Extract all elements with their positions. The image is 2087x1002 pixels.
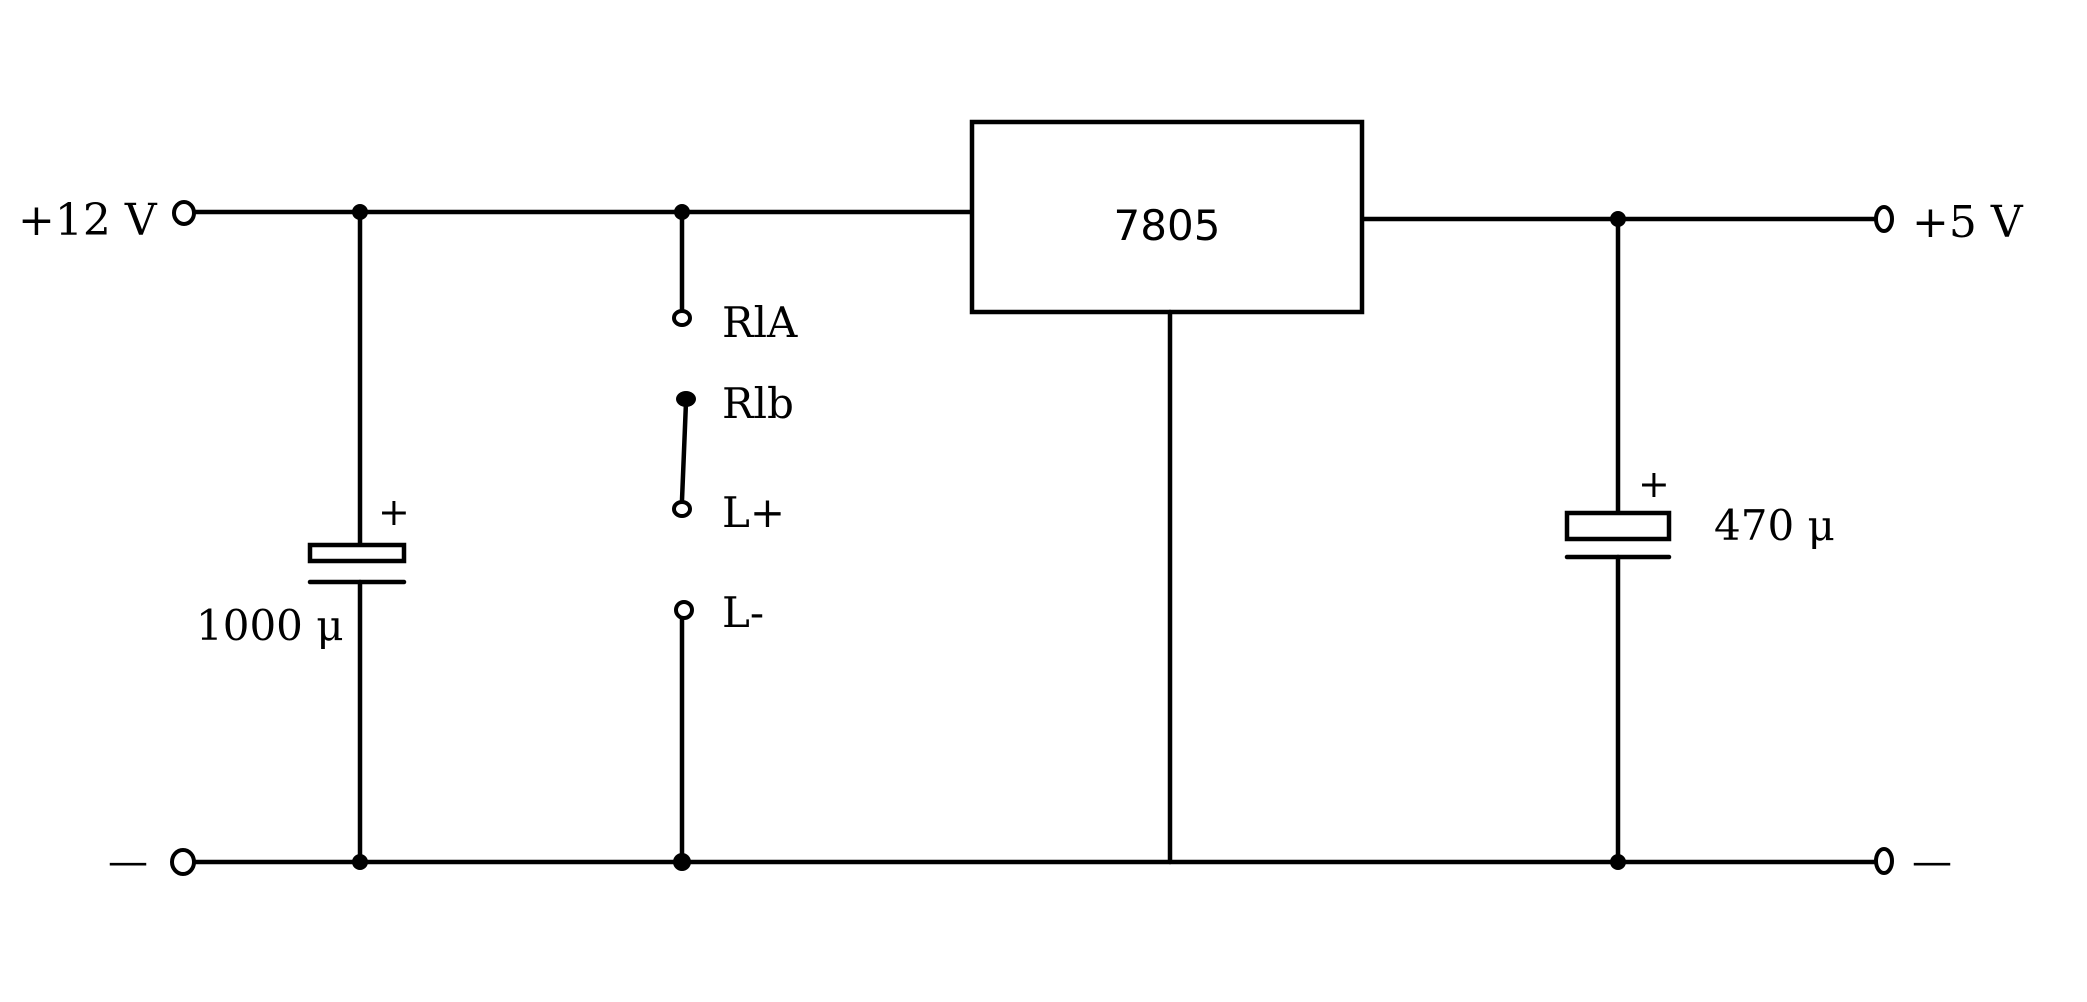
junction-dot xyxy=(1610,211,1626,227)
output-cap-value-label: 470 μ xyxy=(1714,501,1835,550)
output-plus-terminal xyxy=(1874,205,1894,233)
input-cap-polarity-label: + xyxy=(378,490,410,534)
output-voltage-label: +5 V xyxy=(1912,197,2024,248)
junction-dot xyxy=(1610,854,1626,870)
load-minus-label: L- xyxy=(722,588,764,637)
relay-r1b-lplus-link xyxy=(679,399,689,503)
output-ground-terminal xyxy=(1874,847,1894,875)
r1b-contact-label: Rlb xyxy=(722,379,794,428)
input-cap-positive-plate xyxy=(307,542,407,564)
input-ground-terminal xyxy=(170,848,196,876)
regulator-label: 7805 xyxy=(1114,201,1221,250)
output-cap-polarity-label: + xyxy=(1638,462,1670,506)
r1a-contact-terminal xyxy=(672,309,692,327)
r1a-contact-label: RlA xyxy=(722,298,798,347)
output-ground-label: — xyxy=(1912,839,1952,885)
junction-dot xyxy=(352,854,368,870)
load-minus-terminal xyxy=(674,600,694,620)
load-plus-label: L+ xyxy=(722,488,785,537)
input-voltage-label: +12 V xyxy=(18,195,158,246)
junction-dot xyxy=(674,204,690,220)
junction-dot xyxy=(352,204,368,220)
input-cap-value-label: 1000 μ xyxy=(196,601,344,650)
load-plus-terminal xyxy=(672,500,692,518)
input-plus-terminal xyxy=(172,200,196,226)
input-ground-label: — xyxy=(108,839,148,885)
r1b-contact-terminal xyxy=(676,391,696,407)
regulator-7805-box xyxy=(969,119,1365,315)
junction-dot xyxy=(673,853,691,871)
output-cap-positive-plate xyxy=(1564,510,1672,542)
